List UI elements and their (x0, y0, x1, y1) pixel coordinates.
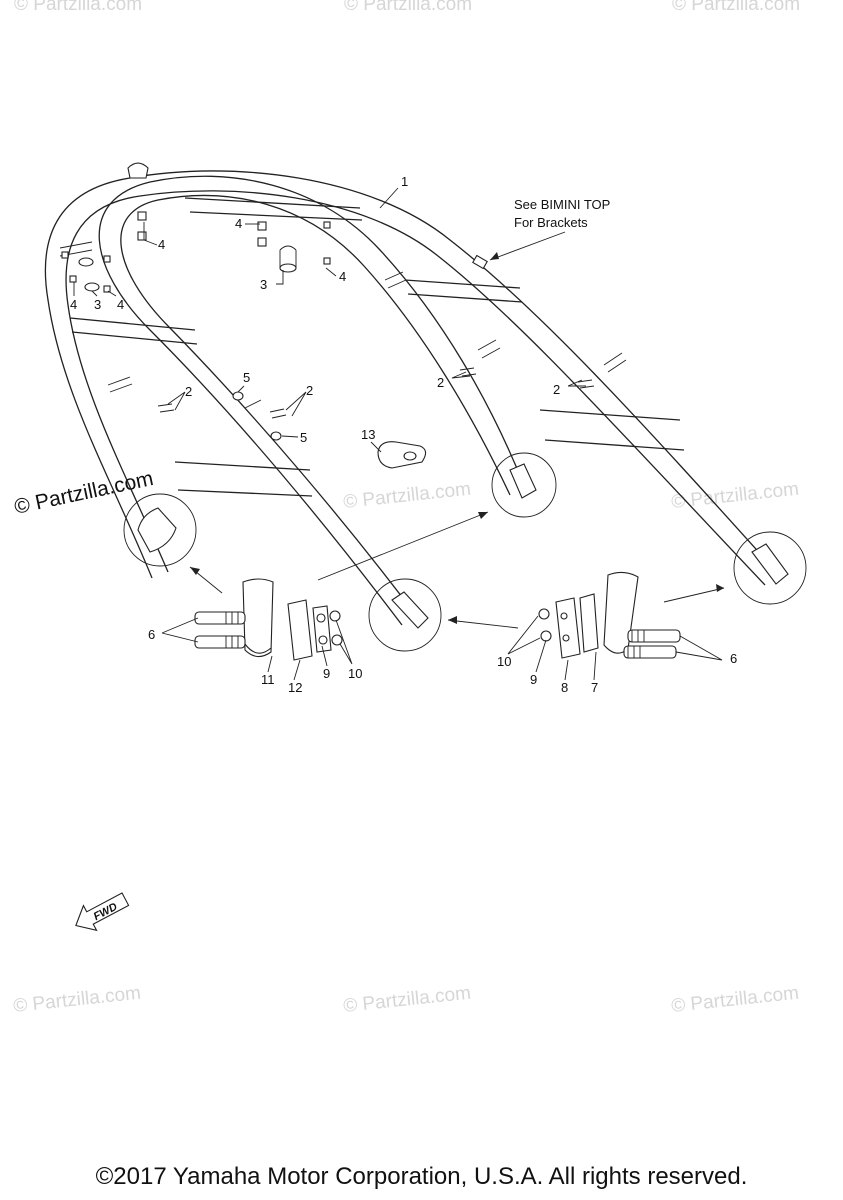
watermark: © Partzilla.com (672, 0, 800, 15)
watermark: © Partzilla.com (14, 0, 142, 15)
leader-lines (73, 187, 723, 681)
callout-label: 5 (243, 370, 250, 385)
arrows (189, 231, 725, 629)
callout-label: 6 (730, 651, 737, 666)
callout-label: 11 (261, 672, 275, 687)
callout-label: 7 (591, 680, 598, 695)
callout-label: 2 (306, 383, 313, 398)
copyright-notice: ©2017 Yamaha Motor Corporation, U.S.A. A… (95, 1163, 748, 1190)
callout-label: 4 (158, 237, 165, 252)
callout-label: 10 (348, 666, 362, 681)
fwd-label: FWD (92, 901, 120, 923)
callout-label: 10 (497, 654, 511, 669)
callout-label: 1 (401, 174, 408, 189)
callout-label: 8 (561, 680, 568, 695)
callout-label: 5 (300, 430, 307, 445)
brand-label: © Partzilla.com (12, 467, 155, 519)
callouts: 1 4 4 4 3 4 3 4 2 5 2 5 13 2 2 6 11 12 9… (70, 174, 737, 695)
callout-label: 3 (260, 277, 267, 292)
watermark: © Partzilla.com (344, 0, 472, 15)
watermarks: © Partzilla.com © Partzilla.com © Partzi… (12, 0, 800, 1017)
bimini-note-line2: For Brackets (514, 215, 588, 230)
fwd-arrow-icon: FWD (75, 892, 130, 932)
callout-label: 4 (117, 297, 124, 312)
watermark: © Partzilla.com (670, 983, 800, 1017)
callout-label: 2 (185, 384, 192, 399)
hardware (61, 211, 595, 469)
callout-label: 4 (339, 269, 346, 284)
wakeboard-tower-frame (44, 162, 783, 626)
watermark: © Partzilla.com (342, 983, 472, 1017)
right-mount-assembly (538, 571, 681, 659)
callout-label: 4 (235, 216, 242, 231)
callout-label: 6 (148, 627, 155, 642)
callout-label: 13 (361, 427, 375, 442)
callout-label: 12 (288, 680, 302, 695)
callout-label: 9 (323, 666, 330, 681)
detail-circles (123, 452, 807, 652)
callout-label: 3 (94, 297, 101, 312)
callout-label: 4 (70, 297, 77, 312)
watermark: © Partzilla.com (12, 983, 142, 1017)
watermark: © Partzilla.com (342, 479, 472, 513)
callout-label: 2 (553, 382, 560, 397)
callout-label: 2 (437, 375, 444, 390)
watermark: © Partzilla.com (670, 479, 800, 513)
bimini-note-line1: See BIMINI TOP (514, 197, 610, 212)
callout-label: 9 (530, 672, 537, 687)
left-mount-assembly (194, 578, 343, 661)
